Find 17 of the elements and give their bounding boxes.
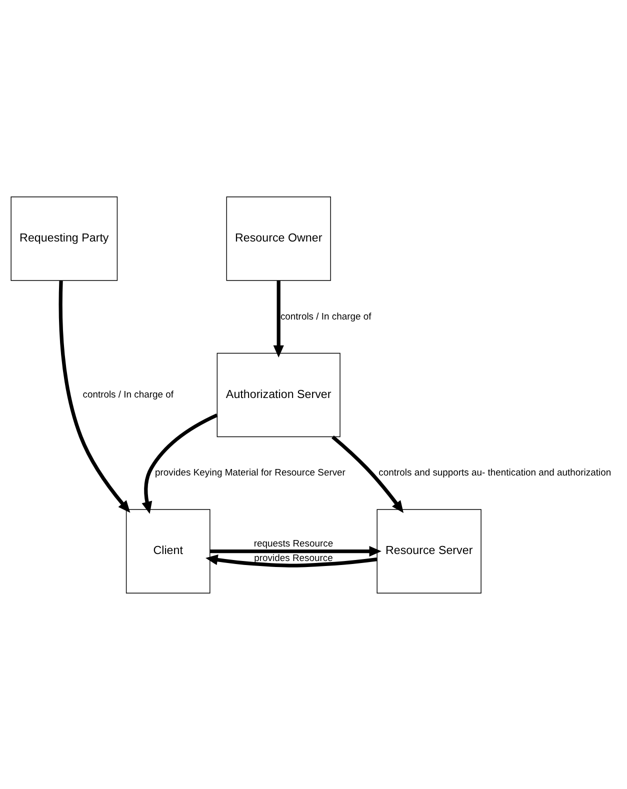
node-box: Resource Server	[376, 508, 482, 593]
arrow	[58, 280, 130, 512]
node-box: Requesting Party	[10, 196, 118, 280]
edge-label: provides Resource	[254, 552, 333, 564]
edge-label: requests Resource	[254, 538, 334, 549]
arrow	[332, 434, 404, 512]
edge-label: controls / In charge of	[82, 388, 174, 400]
edge-label: controls and supports au- thentication and authorization	[378, 467, 612, 478]
arrow	[206, 554, 378, 567]
node-box: Resource Owner	[226, 196, 331, 280]
edge-label: controls / In charge of	[280, 310, 372, 322]
node-box: Authorization Server	[216, 352, 340, 437]
edge-label: provides Keying Material for Resource Server	[155, 467, 346, 478]
node-box: Client	[126, 508, 210, 593]
arrow	[273, 280, 284, 358]
arrow	[142, 413, 218, 514]
arrow	[210, 545, 382, 556]
